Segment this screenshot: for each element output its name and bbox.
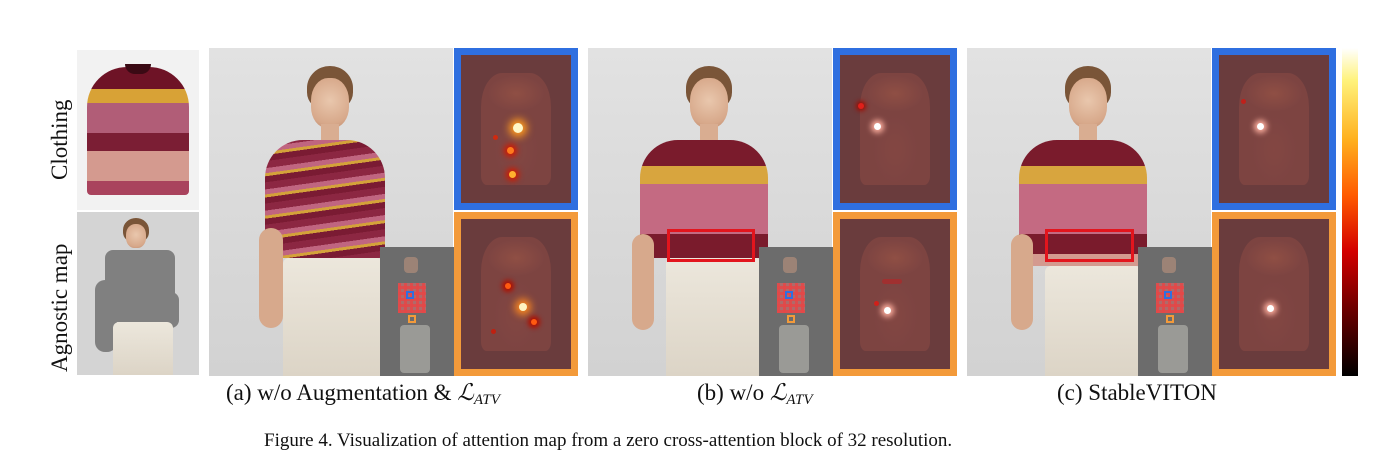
panel-c-attention-map-bottom — [1212, 212, 1336, 376]
panel-a-attention-map-bottom — [454, 212, 578, 376]
panel-a-shirt — [265, 140, 385, 258]
panel-c-shirt — [1019, 140, 1147, 266]
agnostic-map-image — [77, 212, 199, 375]
reference-shirt — [87, 67, 189, 195]
clothing-reference-image — [77, 50, 199, 210]
panel-b-attention-map-top — [833, 48, 957, 210]
figure-caption: Figure 4. Visualization of attention map… — [264, 430, 953, 451]
panel-b-highlight-box — [667, 229, 755, 262]
panel-a-agnostic-inset — [380, 247, 454, 376]
reference-shirt-collar — [125, 64, 151, 74]
panel-b-attention-map-bottom — [833, 212, 957, 376]
panel-c-attention-map-top — [1212, 48, 1336, 210]
caption-panel-b: (b) w/o ℒATV — [697, 380, 813, 408]
panel-a-attention-map-top — [454, 48, 578, 210]
caption-panel-c: (c) StableVITON — [1057, 380, 1217, 405]
row-label-agnostic-map: Agnostic map — [47, 243, 72, 372]
panel-b-shirt — [640, 140, 768, 258]
row-label-clothing: Clothing — [47, 99, 72, 180]
attention-colorbar — [1342, 48, 1358, 376]
caption-panel-a: (a) w/o Augmentation & ℒATV — [226, 380, 500, 408]
panel-c-agnostic-inset — [1138, 247, 1212, 376]
panel-b-result-image — [588, 48, 832, 376]
panel-c-highlight-box — [1045, 229, 1134, 262]
panel-b-agnostic-inset — [759, 247, 833, 376]
